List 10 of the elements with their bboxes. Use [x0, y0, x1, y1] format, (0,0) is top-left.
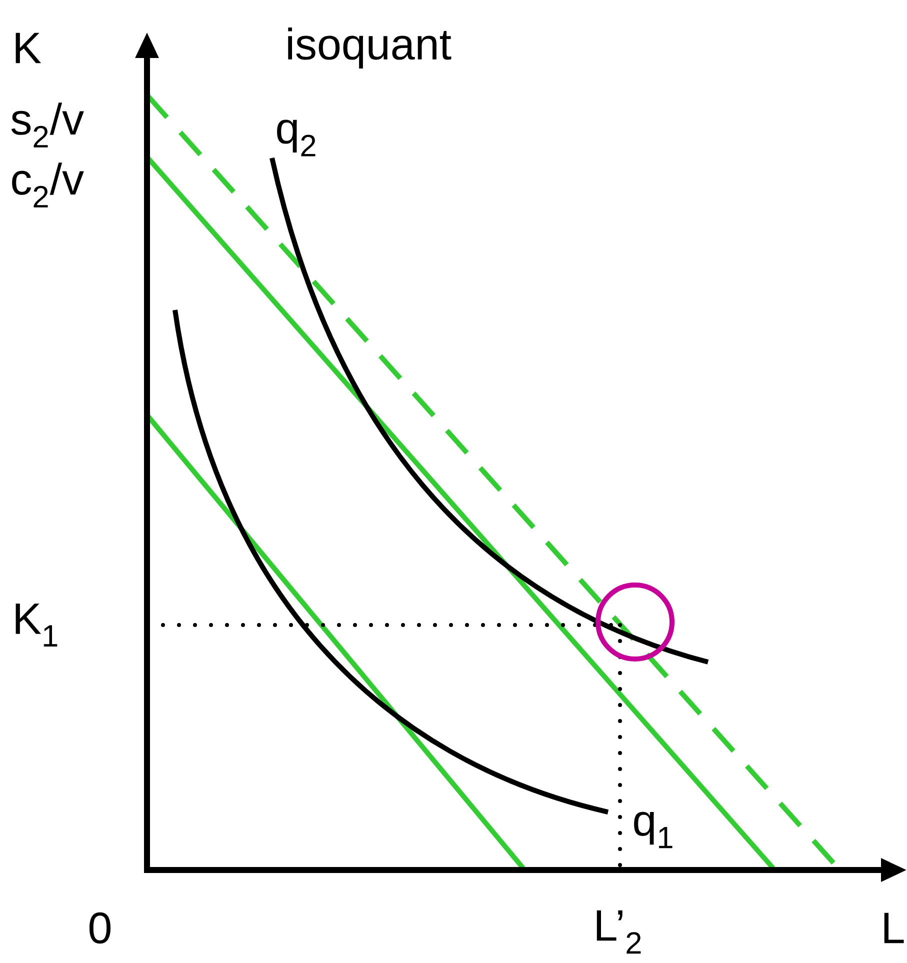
axis-label: s$_{2}$/v	[11, 102, 84, 148]
axis-label: c$_{2}$/v	[12, 162, 84, 208]
axis-label: L’$_{2}$	[596, 910, 641, 954]
curve-label: q$_{2}$	[277, 120, 316, 156]
axis-label: L	[884, 912, 904, 944]
curve-label: q$_{1}$	[634, 812, 672, 848]
axis-label: 0	[90, 912, 110, 944]
curve-label: isoquant	[288, 28, 452, 68]
axis-label: K$_{1}$	[16, 604, 58, 646]
axis-label: K	[16, 32, 42, 64]
